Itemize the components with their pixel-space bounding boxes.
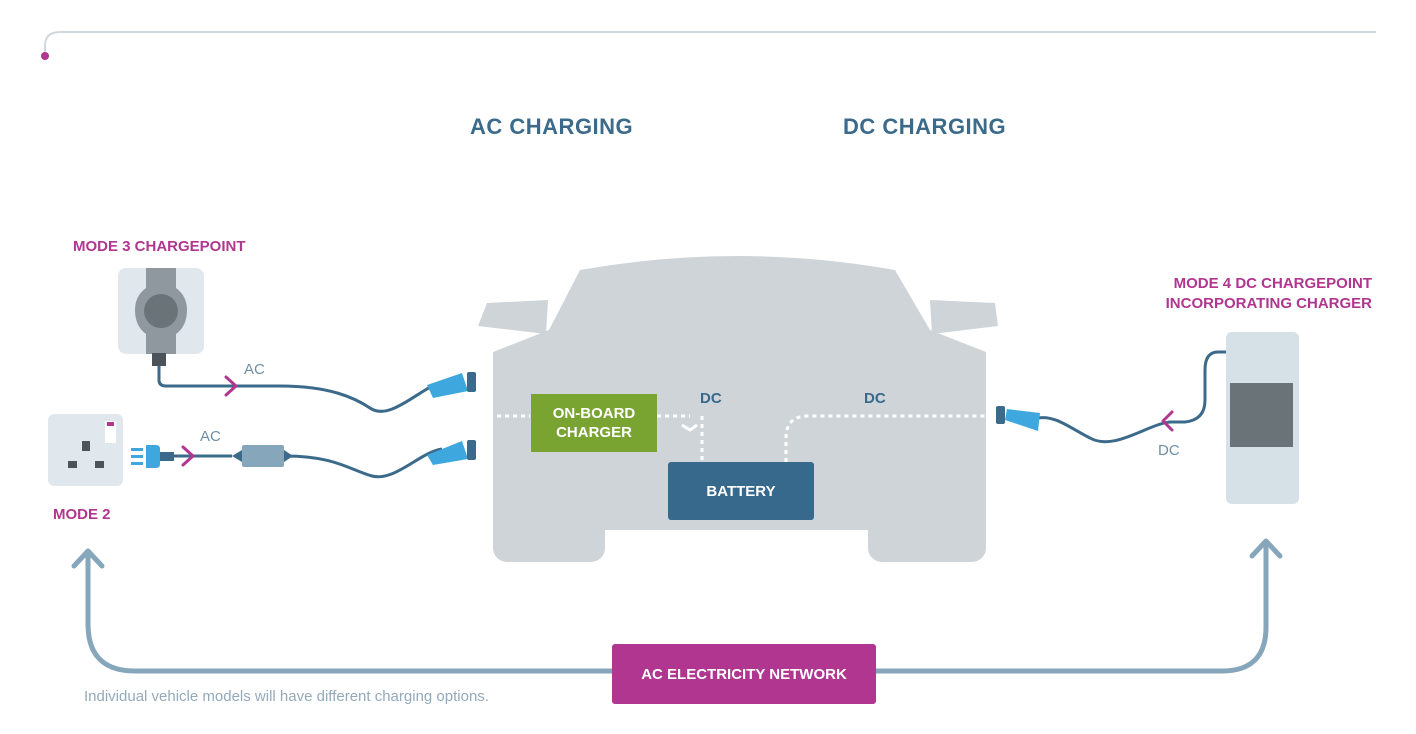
- top-rule: [44, 31, 1376, 54]
- mode2-cable: [174, 447, 443, 479]
- plug-icon: [131, 445, 174, 468]
- network-label: AC ELECTRICITY NETWORK: [641, 665, 847, 683]
- onboard-charger-label: ON-BOARD CHARGER: [552, 405, 636, 441]
- mode4-dc-label: DC: [1158, 442, 1180, 459]
- car-silhouette: [478, 256, 998, 562]
- onboard-charger-box: [531, 394, 657, 452]
- mode2-ac-label: AC: [200, 428, 221, 445]
- mode3-cable: [157, 366, 443, 413]
- top-rule-dot: [41, 52, 49, 60]
- internal-wiring: [497, 414, 990, 462]
- rectifier-icon: [681, 423, 698, 432]
- connector-icon: [996, 406, 1040, 431]
- mode4-display: [1230, 383, 1293, 447]
- mode4-label: MODE 4 DC CHARGEPOINT INCORPORATING CHAR…: [1165, 275, 1372, 312]
- network-box: [612, 644, 876, 704]
- connector-icon: [427, 372, 476, 398]
- arrow-icon: [71, 548, 105, 569]
- connector-icon: [427, 440, 476, 465]
- arrow-icon: [1249, 538, 1283, 559]
- rapid-dc-label: DC: [864, 390, 886, 407]
- battery-label: BATTERY: [706, 482, 776, 500]
- mode3-label: MODE 3 CHARGEPOINT: [73, 238, 246, 255]
- mode3-ac-label: AC: [244, 361, 265, 378]
- footnote: Individual vehicle models will have diff…: [84, 688, 489, 705]
- ac-charging-heading: AC CHARGING: [470, 114, 634, 139]
- mode2-label: MODE 2: [53, 506, 111, 523]
- ac-flow-arrow-icon: [181, 445, 195, 467]
- onboard-dc-label: DC: [700, 390, 722, 407]
- battery-box: [668, 462, 814, 520]
- network-arrow-left: [85, 552, 612, 674]
- ac-flow-arrow-icon: [224, 375, 238, 397]
- in-cable-control-box: [232, 445, 293, 467]
- mode3-chargepoint: [118, 268, 204, 366]
- dc-charging-heading: DC CHARGING: [843, 114, 1007, 139]
- mode4-cable: [1037, 350, 1226, 444]
- mode2-socket: [48, 414, 123, 486]
- network-arrow-right: [876, 542, 1269, 674]
- dc-flow-arrow-icon: [1161, 410, 1174, 432]
